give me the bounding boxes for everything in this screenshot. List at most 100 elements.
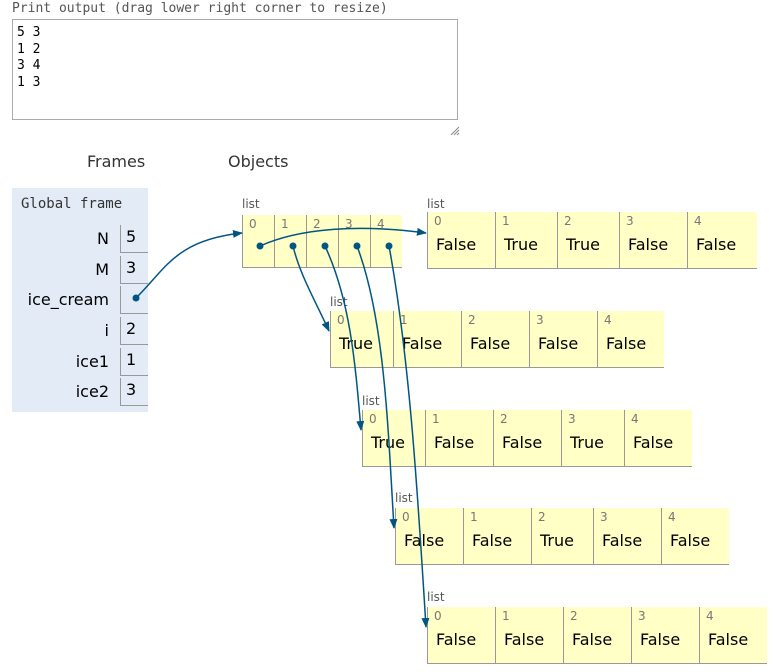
inner-list-tag: list	[330, 295, 348, 309]
cell-value: False	[472, 531, 513, 550]
outer-list-tag: list	[242, 197, 260, 211]
pointer-value	[120, 286, 148, 314]
cell-value: False	[640, 630, 681, 649]
cell-value: False	[670, 531, 711, 550]
index-label: 0	[369, 412, 377, 426]
print-output-box[interactable]: 5 3 1 2 3 4 1 3	[12, 19, 458, 120]
variable-value: 5	[120, 225, 148, 253]
frames-heading: Frames	[87, 152, 146, 171]
variable-row-ice1: ice1 1	[12, 348, 148, 376]
global-frame-title: Global frame	[21, 196, 123, 212]
outer-list-cell: 0	[242, 215, 274, 267]
index-label: 2	[468, 313, 476, 327]
index-label: 3	[536, 313, 544, 327]
cell-value: False	[434, 433, 475, 452]
index-label: 4	[604, 313, 612, 327]
index-label: 3	[600, 510, 608, 524]
inner-list-tag: list	[395, 491, 413, 505]
cell-value: False	[402, 334, 443, 353]
objects-heading: Objects	[228, 152, 289, 171]
variable-row-ice-cream: ice_cream	[12, 286, 148, 314]
outer-list: 0 1 2 3 4	[242, 215, 402, 268]
cell-value: True	[566, 235, 600, 254]
index-label: 3	[345, 217, 353, 231]
index-label: 4	[668, 510, 676, 524]
inner-list-tag: list	[427, 197, 445, 211]
cell-value: False	[628, 235, 669, 254]
index-label: 2	[564, 214, 572, 228]
cell-value: True	[540, 531, 574, 550]
outer-list-cell: 4	[370, 215, 402, 267]
outer-list-cell: 2	[306, 215, 338, 267]
index-label: 1	[502, 609, 510, 623]
cell-value: False	[696, 235, 737, 254]
cell-value: False	[404, 531, 445, 550]
pointer-arrow-3	[356, 245, 398, 529]
cell-value: False	[470, 334, 511, 353]
index-label: 1	[281, 217, 289, 231]
cell-value: False	[538, 334, 579, 353]
global-frame: Global frame N 5 M 3 ice_cream i 2 ice1 …	[12, 188, 148, 412]
cell-value: True	[339, 334, 373, 353]
index-label: 1	[400, 313, 408, 327]
outer-list-cell: 3	[338, 215, 370, 267]
index-label: 1	[502, 214, 510, 228]
variable-row-i: i 2	[12, 317, 148, 345]
variable-name: ice_cream	[27, 290, 109, 309]
pointer-arrow-ice-cream	[135, 229, 243, 299]
variable-row-m: M 3	[12, 256, 148, 284]
variable-value: 1	[120, 348, 148, 376]
variable-value: 3	[120, 256, 148, 284]
index-label: 4	[706, 609, 714, 623]
cell-value: False	[572, 630, 613, 649]
index-label: 1	[432, 412, 440, 426]
cell-value: True	[504, 235, 538, 254]
index-label: 0	[434, 214, 442, 228]
index-label: 3	[626, 214, 634, 228]
resize-grip-icon[interactable]	[450, 126, 460, 136]
variable-name: M	[95, 260, 109, 279]
cell-value: False	[633, 433, 674, 452]
index-label: 2	[500, 412, 508, 426]
cell-value: False	[606, 334, 647, 353]
index-label: 2	[313, 217, 321, 231]
cell-value: False	[436, 630, 477, 649]
variable-value: 3	[120, 378, 148, 406]
index-label: 3	[568, 412, 576, 426]
index-label: 2	[538, 510, 546, 524]
outer-list-cell: 1	[274, 215, 306, 267]
variable-row-ice2: ice2 3	[12, 378, 148, 406]
variable-name: i	[104, 321, 109, 340]
index-label: 0	[402, 510, 410, 524]
inner-list-tag: list	[362, 394, 380, 408]
cell-value: False	[504, 630, 545, 649]
variable-value: 2	[120, 317, 148, 345]
variable-row-n: N 5	[12, 225, 148, 253]
